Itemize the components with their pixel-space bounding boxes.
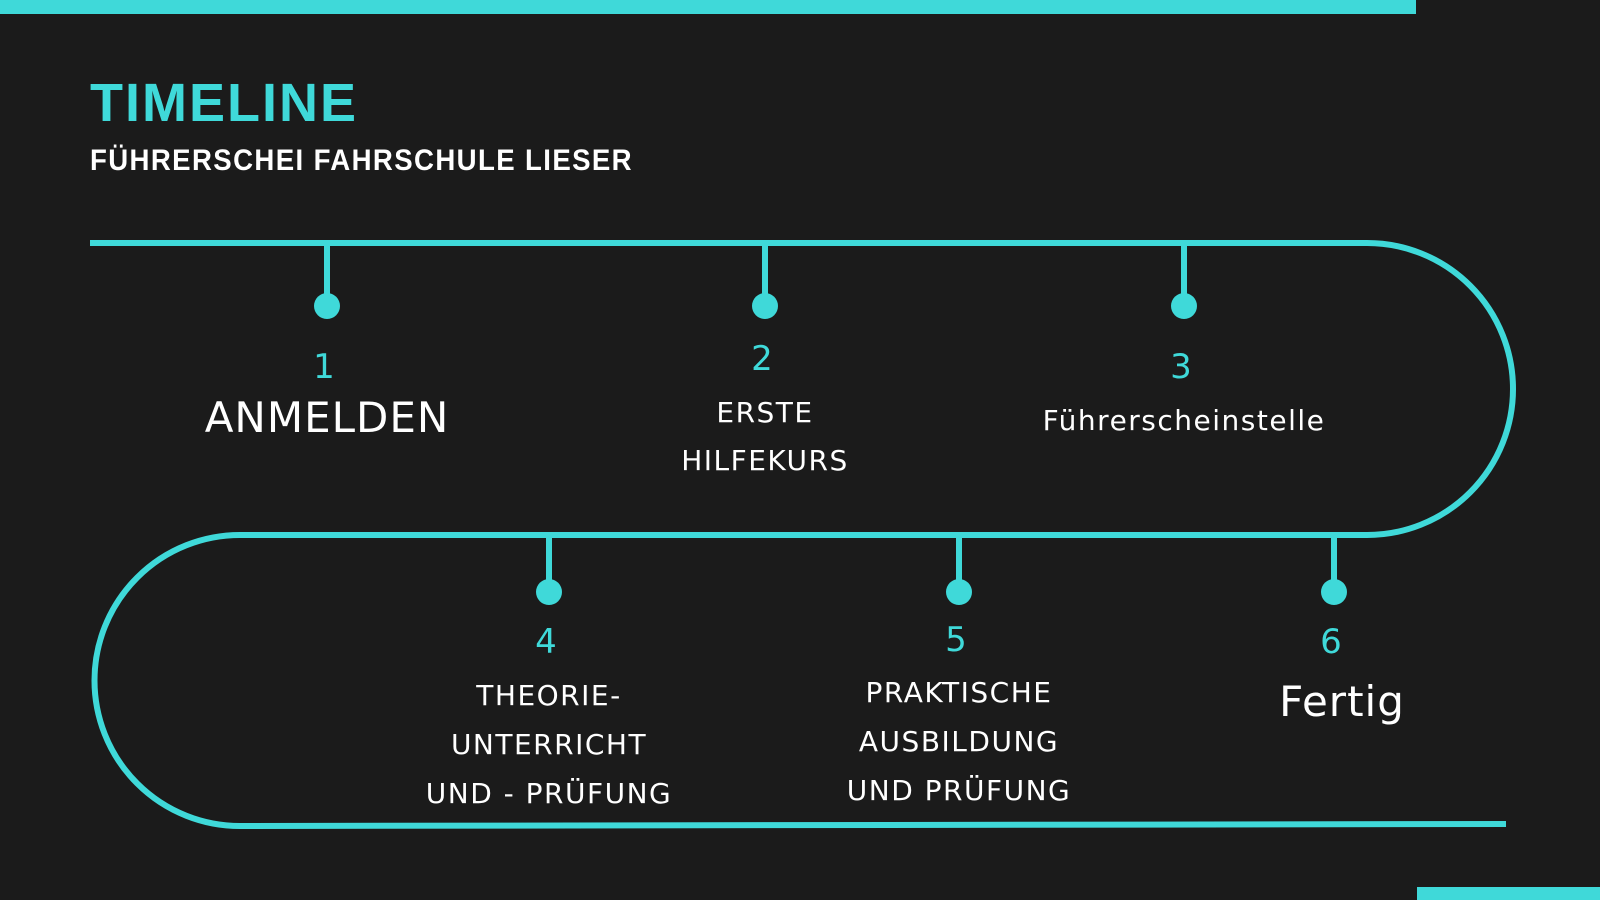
milestone-dot <box>946 579 972 605</box>
page-subtitle: FÜHRERSCHEI FAHRSCHULE LIESER <box>90 144 634 177</box>
step-label: UND - PRÜFUNG <box>426 776 672 810</box>
step-number: 6 <box>1320 622 1342 662</box>
step-label: HILFEKURS <box>681 444 849 477</box>
milestone-dot <box>536 579 562 605</box>
step-label: UNTERRICHT <box>451 728 647 761</box>
step-number: 2 <box>751 339 773 379</box>
step-label: Fertig <box>1279 677 1405 726</box>
step-number: 4 <box>535 622 557 662</box>
step-number: 5 <box>945 620 967 660</box>
step-number: 3 <box>1170 347 1192 387</box>
step-label: THEORIE- <box>475 679 621 712</box>
milestone-dot <box>1321 579 1347 605</box>
step-label: ANMELDEN <box>205 393 450 442</box>
step-label: PRAKTISCHE <box>866 676 1053 709</box>
step-label: Führerscheinstelle <box>1043 404 1326 437</box>
step-number: 1 <box>313 347 335 387</box>
milestone-dot <box>1171 293 1197 319</box>
milestone-dot <box>314 293 340 319</box>
timeline-track <box>90 240 1516 830</box>
step-label: ERSTE <box>716 396 813 429</box>
page-title: TIMELINE <box>90 73 358 133</box>
top-accent-bar <box>0 0 1416 14</box>
step-label: UND PRÜFUNG <box>847 773 1071 807</box>
step-label: AUSBILDUNG <box>859 725 1059 758</box>
milestone-dot <box>752 293 778 319</box>
bottom-accent-bar <box>1417 887 1600 900</box>
